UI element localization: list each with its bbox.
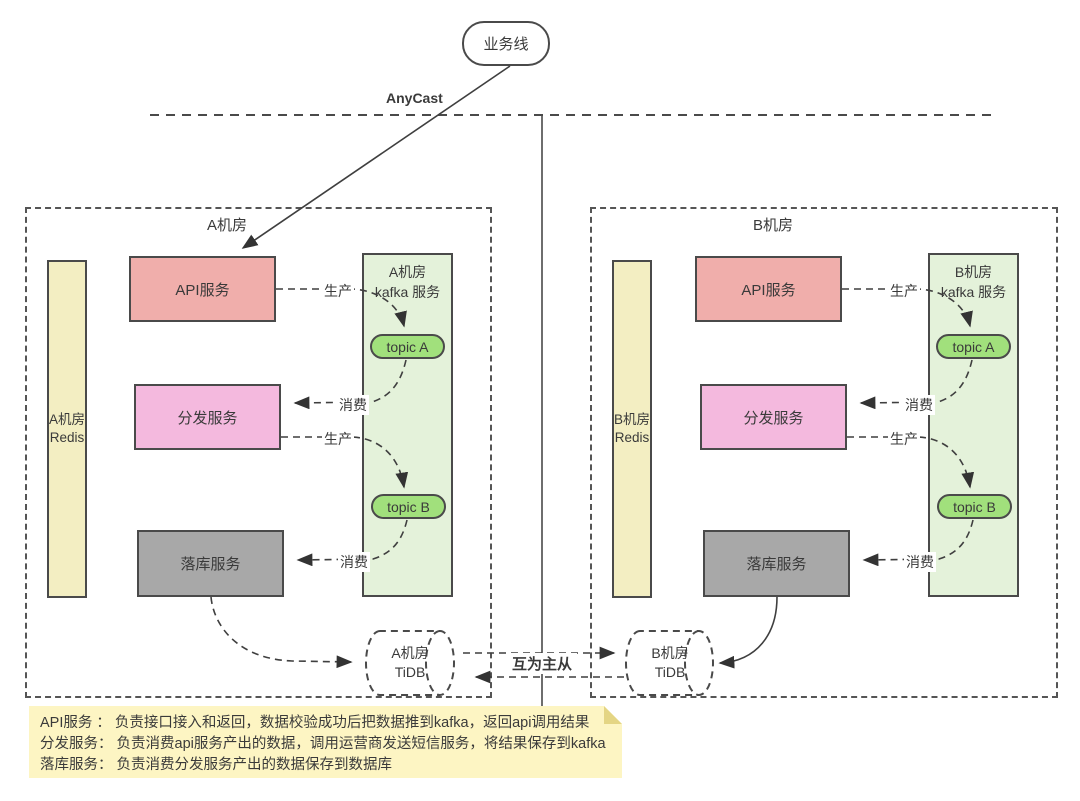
- api-service-a-node: API服务: [129, 256, 276, 322]
- dispatch-service-b-node: 分发服务: [700, 384, 847, 450]
- consume-label-a2: 消费: [338, 552, 370, 572]
- tidb-a-label: A机房 TiDB: [366, 637, 454, 689]
- kafka-b-line2: kafka 服务: [940, 283, 1007, 300]
- topic-a-b-pill: topic A: [936, 334, 1011, 359]
- tidb-b-line2: TiDB: [654, 664, 686, 680]
- produce-label-b1: 生产: [888, 281, 920, 301]
- tidb-a-line1: A机房: [391, 645, 429, 662]
- api-service-a-label: API服务: [175, 281, 230, 299]
- consume-label-b2: 消费: [904, 552, 936, 572]
- tidb-a-cylinder: [365, 630, 455, 696]
- topic-b-b-label: topic B: [953, 498, 996, 515]
- sink-service-a-label: 落库服务: [180, 556, 241, 573]
- topic-a-b-consume-arrow: [859, 359, 973, 410]
- topic-a-b-label: topic A: [952, 338, 995, 355]
- dispatch-service-a-label: 分发服务: [177, 409, 238, 427]
- dispatch-service-b-label: 分发服务: [743, 409, 804, 427]
- redis-b-line2: Redis: [614, 430, 650, 445]
- tidb-a-line2: TiDB: [394, 664, 426, 680]
- redis-a-line2: Redis: [49, 430, 85, 445]
- sink-service-b-node: 落库服务: [703, 530, 850, 597]
- redis-b-node: B机房 Redis: [612, 260, 652, 598]
- api-service-b-node: API服务: [695, 256, 842, 322]
- mutual-master-slave-label: 互为主从: [507, 653, 578, 674]
- kafka-b-line1: B机房: [954, 264, 993, 280]
- topic-b-b-pill: topic B: [937, 494, 1012, 519]
- dispatch-b-produce-arrow: [847, 436, 975, 489]
- business-line-node: 业务线: [462, 21, 550, 66]
- note-box: API服务 ： 负责接口接入和返回，数据校验成功后把数据推到kafka，返回ap…: [29, 706, 622, 778]
- topic-a-a-consume-arrow: [293, 359, 407, 410]
- sink-b-to-tidb-arrow: [718, 596, 778, 669]
- note-line-dispatch: 分发服务： 负责消费api服务产出的数据，调用运营商发送短信服务，将结果保存到k…: [40, 736, 606, 752]
- topic-b-a-label: topic B: [387, 498, 430, 515]
- tidb-b-cylinder: [625, 630, 714, 696]
- kafka-b-node: B机房 kafka 服务: [928, 253, 1019, 597]
- sink-a-to-tidb-arrow: [210, 596, 353, 669]
- sink-service-b-label: 落库服务: [746, 556, 807, 573]
- sink-service-a-node: 落库服务: [137, 530, 284, 597]
- kafka-a-line2: kafka 服务: [374, 283, 441, 300]
- redis-a-node: A机房 Redis: [47, 260, 87, 598]
- api-service-b-label: API服务: [741, 281, 796, 299]
- produce-label-a2: 生产: [322, 429, 354, 449]
- tidb-b-label: B机房 TiDB: [626, 637, 714, 689]
- topic-b-b-consume-arrow: [862, 519, 974, 567]
- produce-label-b2: 生产: [888, 429, 920, 449]
- dispatch-service-a-node: 分发服务: [134, 384, 281, 450]
- topic-b-a-consume-arrow: [296, 519, 408, 567]
- business-to-api-arrow: [241, 65, 511, 249]
- topic-a-a-pill: topic A: [370, 334, 445, 359]
- topic-a-a-label: topic A: [386, 338, 429, 355]
- business-line-label: 业务线: [483, 36, 529, 53]
- note-line-api: API服务 ： 负责接口接入和返回，数据校验成功后把数据推到kafka，返回ap…: [40, 715, 590, 731]
- datacenter-b-box: [590, 207, 1058, 698]
- redis-b-line1: B机房: [614, 411, 651, 427]
- dispatch-a-produce-arrow: [281, 436, 409, 489]
- consume-label-b1: 消费: [903, 395, 935, 415]
- datacenter-b-title: B机房: [752, 216, 793, 234]
- tidb-b-line1: B机房: [651, 645, 689, 662]
- kafka-a-node: A机房 kafka 服务: [362, 253, 453, 597]
- consume-label-a1: 消费: [337, 395, 369, 415]
- datacenter-a-title: A机房: [206, 216, 247, 234]
- note-line-sink: 落库服务： 负责消费分发服务产出的数据保存到数据库: [40, 757, 393, 773]
- produce-label-a1: 生产: [322, 281, 354, 301]
- datacenter-a-box: [25, 207, 492, 698]
- topic-b-a-pill: topic B: [371, 494, 446, 519]
- redis-a-line1: A机房: [49, 411, 86, 427]
- kafka-a-line1: A机房: [388, 264, 427, 280]
- anycast-label: AnyCast: [386, 90, 443, 106]
